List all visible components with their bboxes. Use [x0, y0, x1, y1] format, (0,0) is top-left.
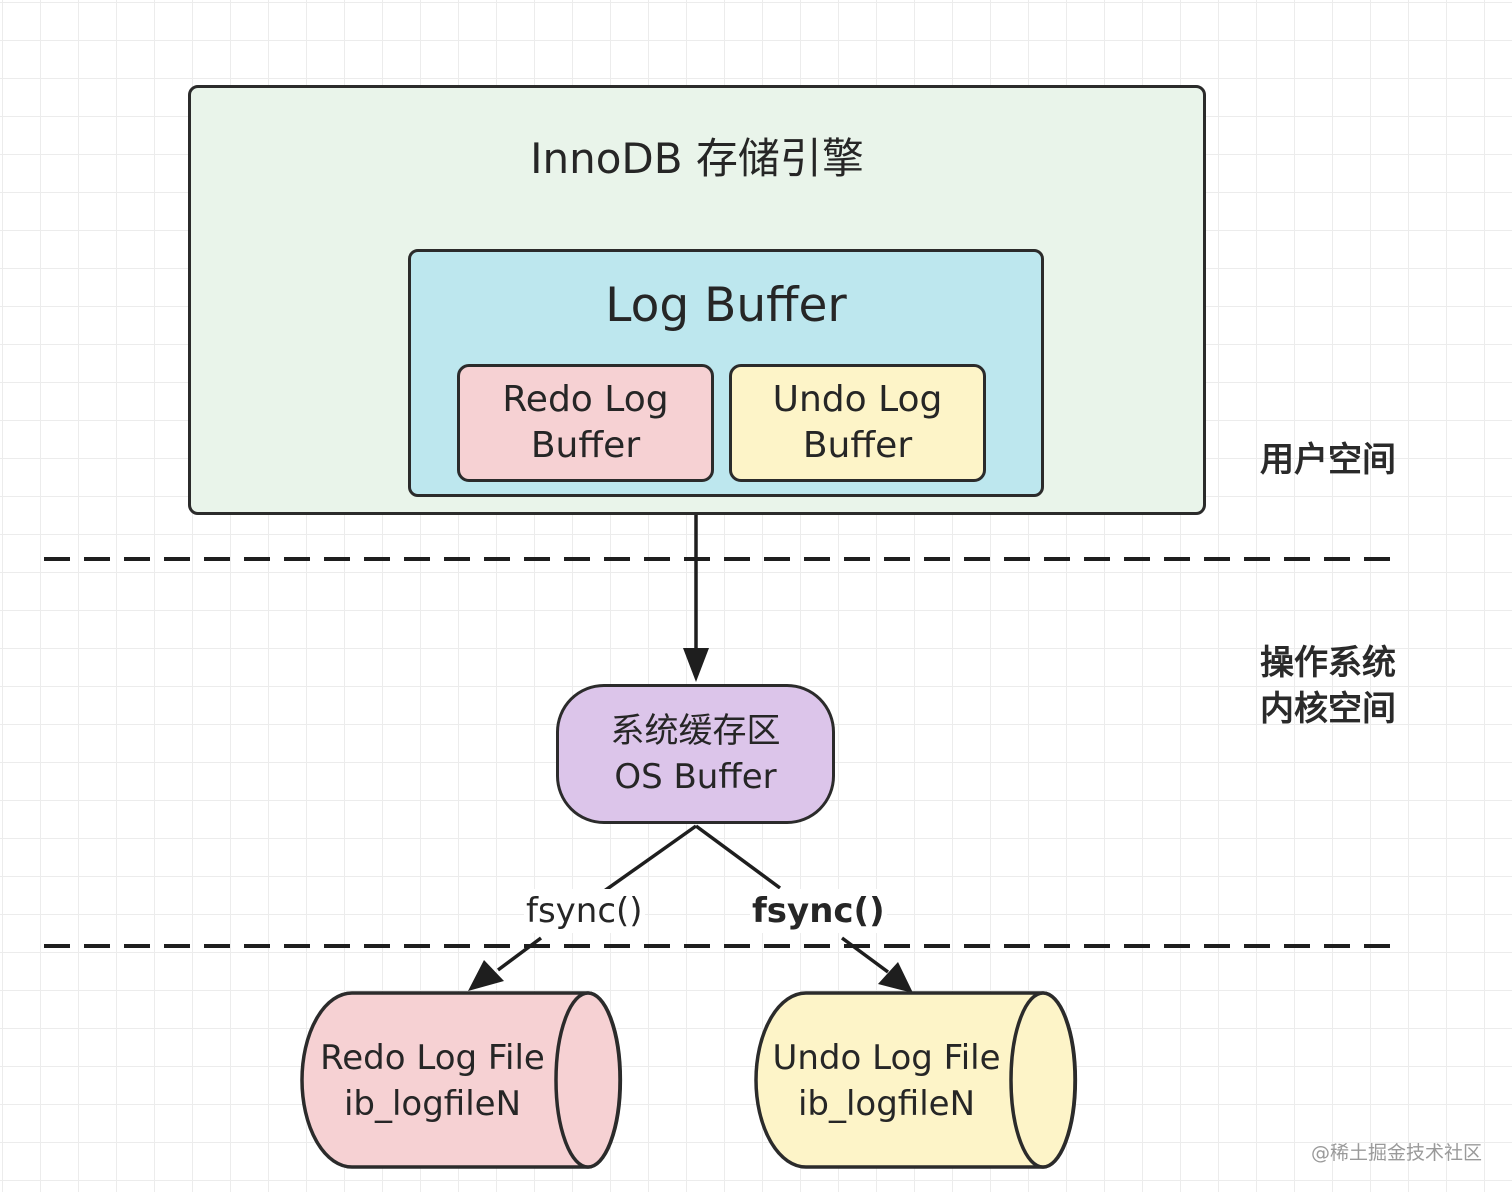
fsync-right-line-lower: [840, 936, 890, 974]
undo-log-file-cylinder: [754, 991, 1078, 1169]
os-buffer-line1: 系统缓存区: [610, 711, 781, 751]
undo-log-buffer-line2: Buffer: [802, 425, 913, 466]
os-buffer-line2: OS Buffer: [614, 757, 777, 797]
kernel-space-label-line1: 操作系统: [1260, 643, 1396, 683]
fsync-right-label: fsync(): [750, 889, 887, 933]
redo-log-file-line1: Redo Log File: [320, 1038, 545, 1078]
undo-log-file-line2: ib_logfileN: [797, 1084, 976, 1124]
kernel-space-label-line2: 内核空间: [1260, 689, 1396, 729]
redo-log-file-label: Redo Log File ib_logfileN: [310, 1035, 555, 1127]
os-buffer-box: 系统缓存区 OS Buffer: [556, 684, 835, 824]
fsync-left-line-upper: [598, 824, 698, 896]
fsync-left-line-lower: [496, 936, 543, 972]
watermark: @稀土掘金技术社区: [1310, 1142, 1482, 1164]
fsync-left-arrowhead: [468, 960, 504, 991]
user-space-label: 用户空间: [1260, 440, 1396, 480]
undo-log-buffer-box: Undo Log Buffer: [729, 364, 986, 482]
redo-log-buffer-line1: Redo Log: [502, 379, 669, 420]
undo-log-file-line1: Undo Log File: [772, 1038, 1001, 1078]
kernel-space-label: 操作系统 内核空间: [1260, 640, 1396, 732]
undo-log-file-label: Undo Log File ib_logfileN: [764, 1035, 1009, 1127]
innodb-engine-title: InnoDB 存储引擎: [530, 133, 864, 183]
fsync-right-arrowhead: [878, 962, 913, 993]
redo-log-file-cylinder: [300, 991, 623, 1169]
flush-arrowhead: [683, 648, 709, 682]
redo-log-file-line2: ib_logfileN: [343, 1084, 522, 1124]
fsync-right-line-upper: [694, 824, 782, 890]
undo-log-buffer-line1: Undo Log: [772, 379, 943, 420]
log-buffer-title: Log Buffer: [605, 277, 847, 333]
redo-log-buffer-line2: Buffer: [530, 425, 641, 466]
fsync-left-label: fsync(): [524, 889, 645, 933]
redo-log-buffer-box: Redo Log Buffer: [457, 364, 714, 482]
